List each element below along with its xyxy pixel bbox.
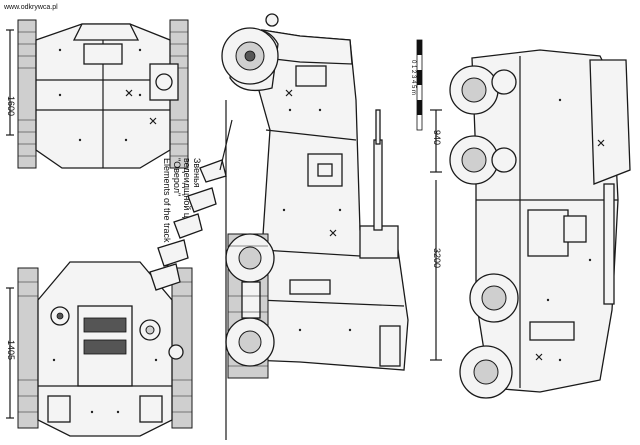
caption-line-3: "Оверол" bbox=[172, 158, 182, 196]
caption-line-4: Elements of the track "Overall" bbox=[162, 158, 172, 280]
dimension-rear-width: 1405 bbox=[6, 340, 16, 360]
track-caption: Звенья ведеидщной цепи "Оверол" Elements… bbox=[162, 158, 202, 280]
rear-view: 1405 bbox=[6, 261, 193, 437]
caption-line-1: Звенья bbox=[192, 158, 202, 188]
dimension-wheel-spacing: 940 bbox=[432, 130, 442, 145]
scale-bar: 0 1 2 3 4 5 m bbox=[410, 39, 423, 131]
dimension-front-width: 1600 bbox=[6, 96, 16, 116]
watermark: www.odkrywca.pl bbox=[3, 4, 58, 11]
right-dimensions: 940 3200 bbox=[430, 109, 442, 361]
dimension-overall-length: 3200 bbox=[432, 248, 442, 268]
top-view-wheels bbox=[449, 65, 519, 399]
side-view bbox=[219, 13, 409, 440]
top-view bbox=[449, 49, 631, 399]
front-view: 1600 bbox=[6, 19, 189, 169]
track-links bbox=[149, 159, 227, 291]
scale-label: 0 1 2 3 4 5 m bbox=[410, 60, 416, 95]
caption-line-2: ведеидщной цепи bbox=[182, 158, 192, 233]
